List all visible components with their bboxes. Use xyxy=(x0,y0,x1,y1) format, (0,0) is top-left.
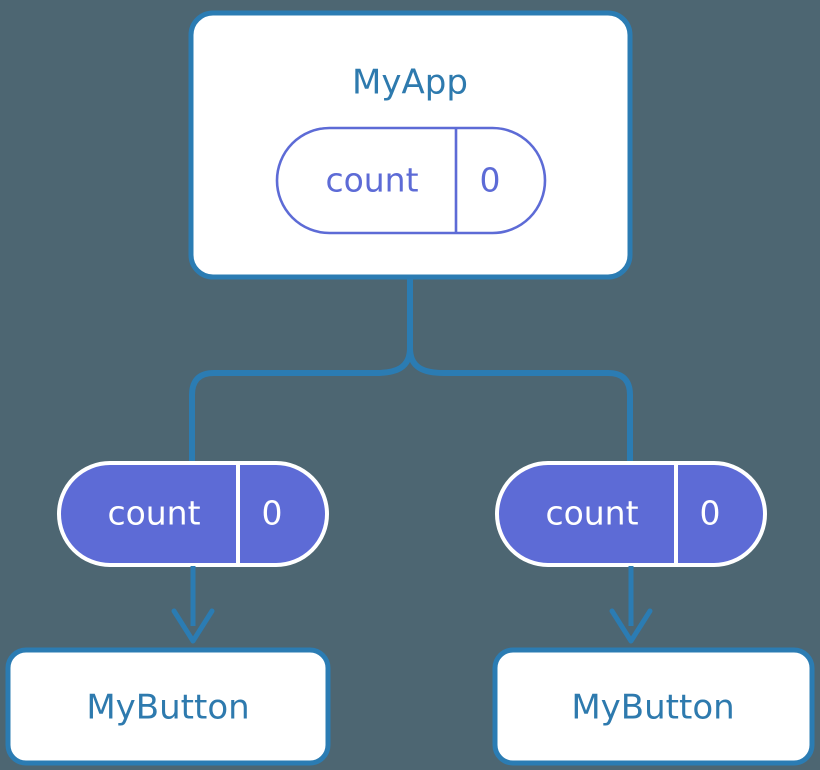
mybutton-right[interactable]: MyButton xyxy=(492,647,815,766)
mybutton-left[interactable]: MyButton xyxy=(5,647,331,766)
myapp-component[interactable]: MyApp count 0 xyxy=(188,10,633,280)
prop-pill-left-label: count xyxy=(107,494,200,533)
prop-pill-right-value: 0 xyxy=(700,494,721,533)
myapp-title: MyApp xyxy=(352,63,468,103)
right-branch: count 0 MyButton xyxy=(492,461,815,766)
state-pill-outline-value: 0 xyxy=(480,161,501,200)
left-arrow-head xyxy=(171,608,215,644)
state-pill-outline-label: count xyxy=(325,161,418,200)
connector-right-branch xyxy=(407,347,633,462)
count-prop-left[interactable]: count 0 xyxy=(57,461,329,567)
branching-connector xyxy=(189,277,633,462)
connector-left-branch xyxy=(189,347,413,462)
prop-pill-right-shape xyxy=(495,461,767,567)
mybutton-right-box xyxy=(492,647,815,766)
right-arrow xyxy=(609,566,653,644)
left-branch: count 0 MyButton xyxy=(5,461,331,766)
count-state-outline[interactable]: count 0 xyxy=(275,126,547,235)
mybutton-right-title: MyButton xyxy=(571,688,734,728)
right-arrow-head xyxy=(609,608,653,644)
count-prop-right[interactable]: count 0 xyxy=(495,461,767,567)
mybutton-left-box xyxy=(5,647,331,766)
prop-pill-left-value: 0 xyxy=(262,494,283,533)
state-pill-outline-shape xyxy=(275,126,547,235)
left-arrow xyxy=(171,566,215,644)
prop-pill-right-label: count xyxy=(545,494,638,533)
prop-pill-left-shape xyxy=(57,461,329,567)
mybutton-left-title: MyButton xyxy=(86,688,249,728)
